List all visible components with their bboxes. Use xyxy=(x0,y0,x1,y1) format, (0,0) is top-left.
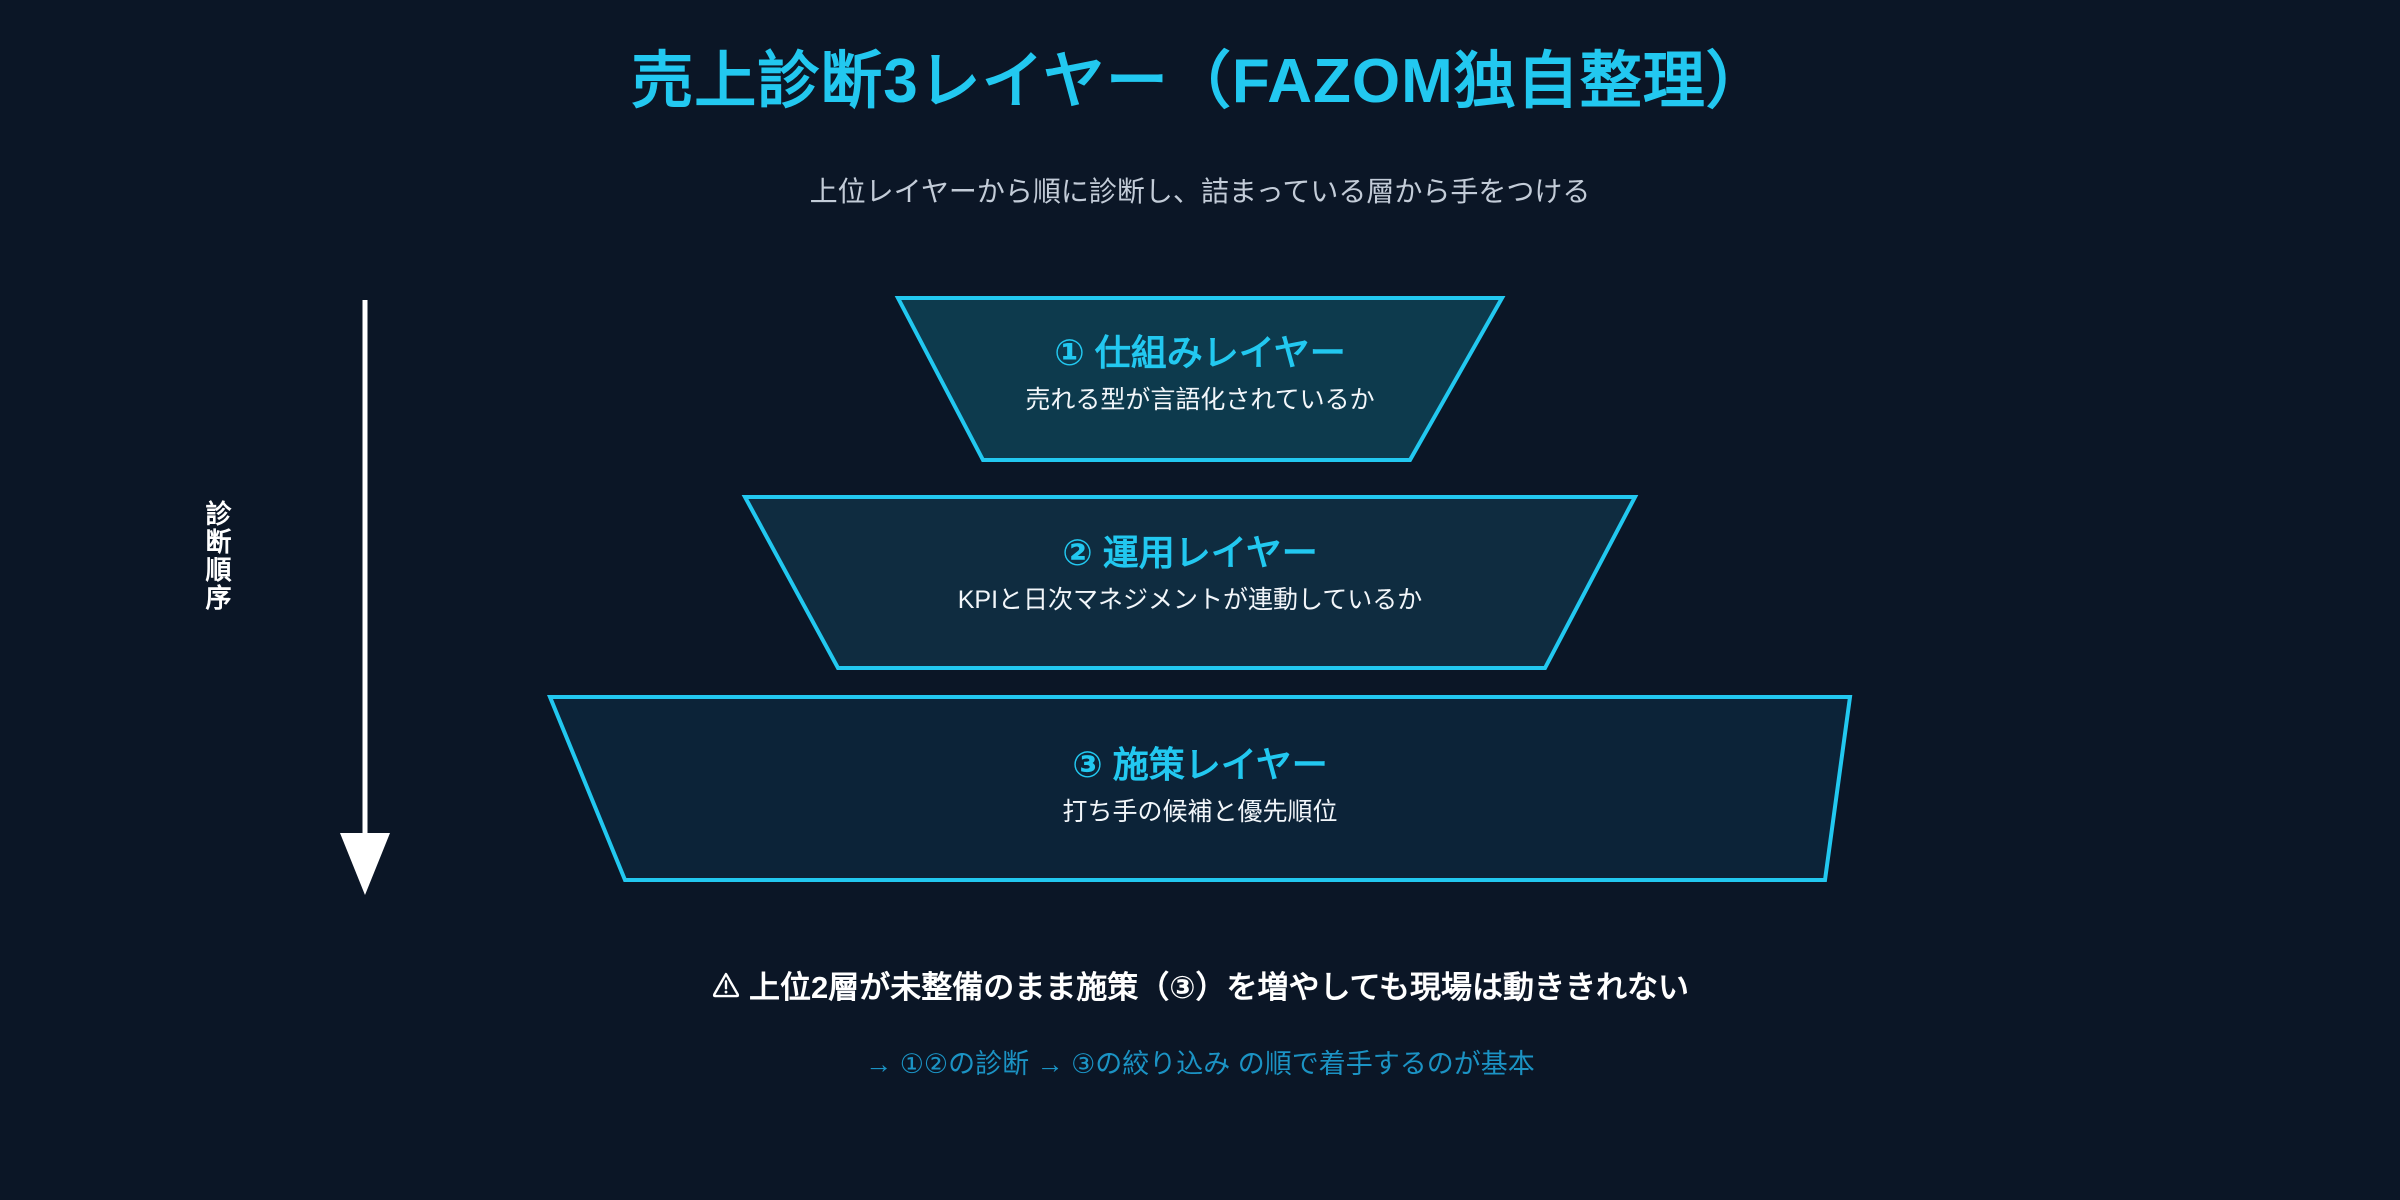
funnel-layer-1-title: ① 仕組みレイヤー xyxy=(1054,332,1346,373)
warning-text: 上位2層が未整備のまま施策（③）を増やしても現場は動ききれない xyxy=(748,970,1689,1005)
funnel-layer-1-desc: 売れる型が言語化されているか xyxy=(1025,386,1375,414)
order-note: → ①②の診断 → ③の絞り込み の順で着手するのが基本 xyxy=(865,1049,1535,1079)
down-arrow-icon xyxy=(340,300,390,895)
funnel-layer-3[interactable]: ③ 施策レイヤー 打ち手の候補と優先順位 xyxy=(550,742,1850,830)
funnel-layer-3-shape[interactable] xyxy=(547,695,1853,882)
warning-line: 上位2層が未整備のまま施策（③）を増やしても現場は動ききれない xyxy=(0,962,2400,1007)
warning-triangle-icon xyxy=(712,972,740,998)
funnel-layer-2-title: ② 運用レイヤー xyxy=(1062,532,1318,573)
funnel-layer-2-shape[interactable] xyxy=(741,495,1639,670)
funnel-layer-1[interactable]: ① 仕組みレイヤー 売れる型が言語化されているか xyxy=(900,330,1500,418)
page-subtitle: 上位レイヤーから順に診断し、詰まっている層から手をつける xyxy=(809,176,1591,207)
funnel-layer-1-shape[interactable] xyxy=(894,296,1506,462)
page-title: 売上診断3レイヤー（FAZOM独自整理） xyxy=(631,47,1769,116)
funnel-layer-3-title: ③ 施策レイヤー xyxy=(1072,744,1328,785)
funnel-layer-2-desc: KPIと日次マネジメントが連動しているか xyxy=(957,586,1423,614)
funnel-layer-2[interactable]: ② 運用レイヤー KPIと日次マネジメントが連動しているか xyxy=(740,530,1640,618)
diagnosis-order-label: 診断順序 xyxy=(202,500,232,612)
funnel-layer-3-desc: 打ち手の候補と優先順位 xyxy=(1062,798,1338,826)
